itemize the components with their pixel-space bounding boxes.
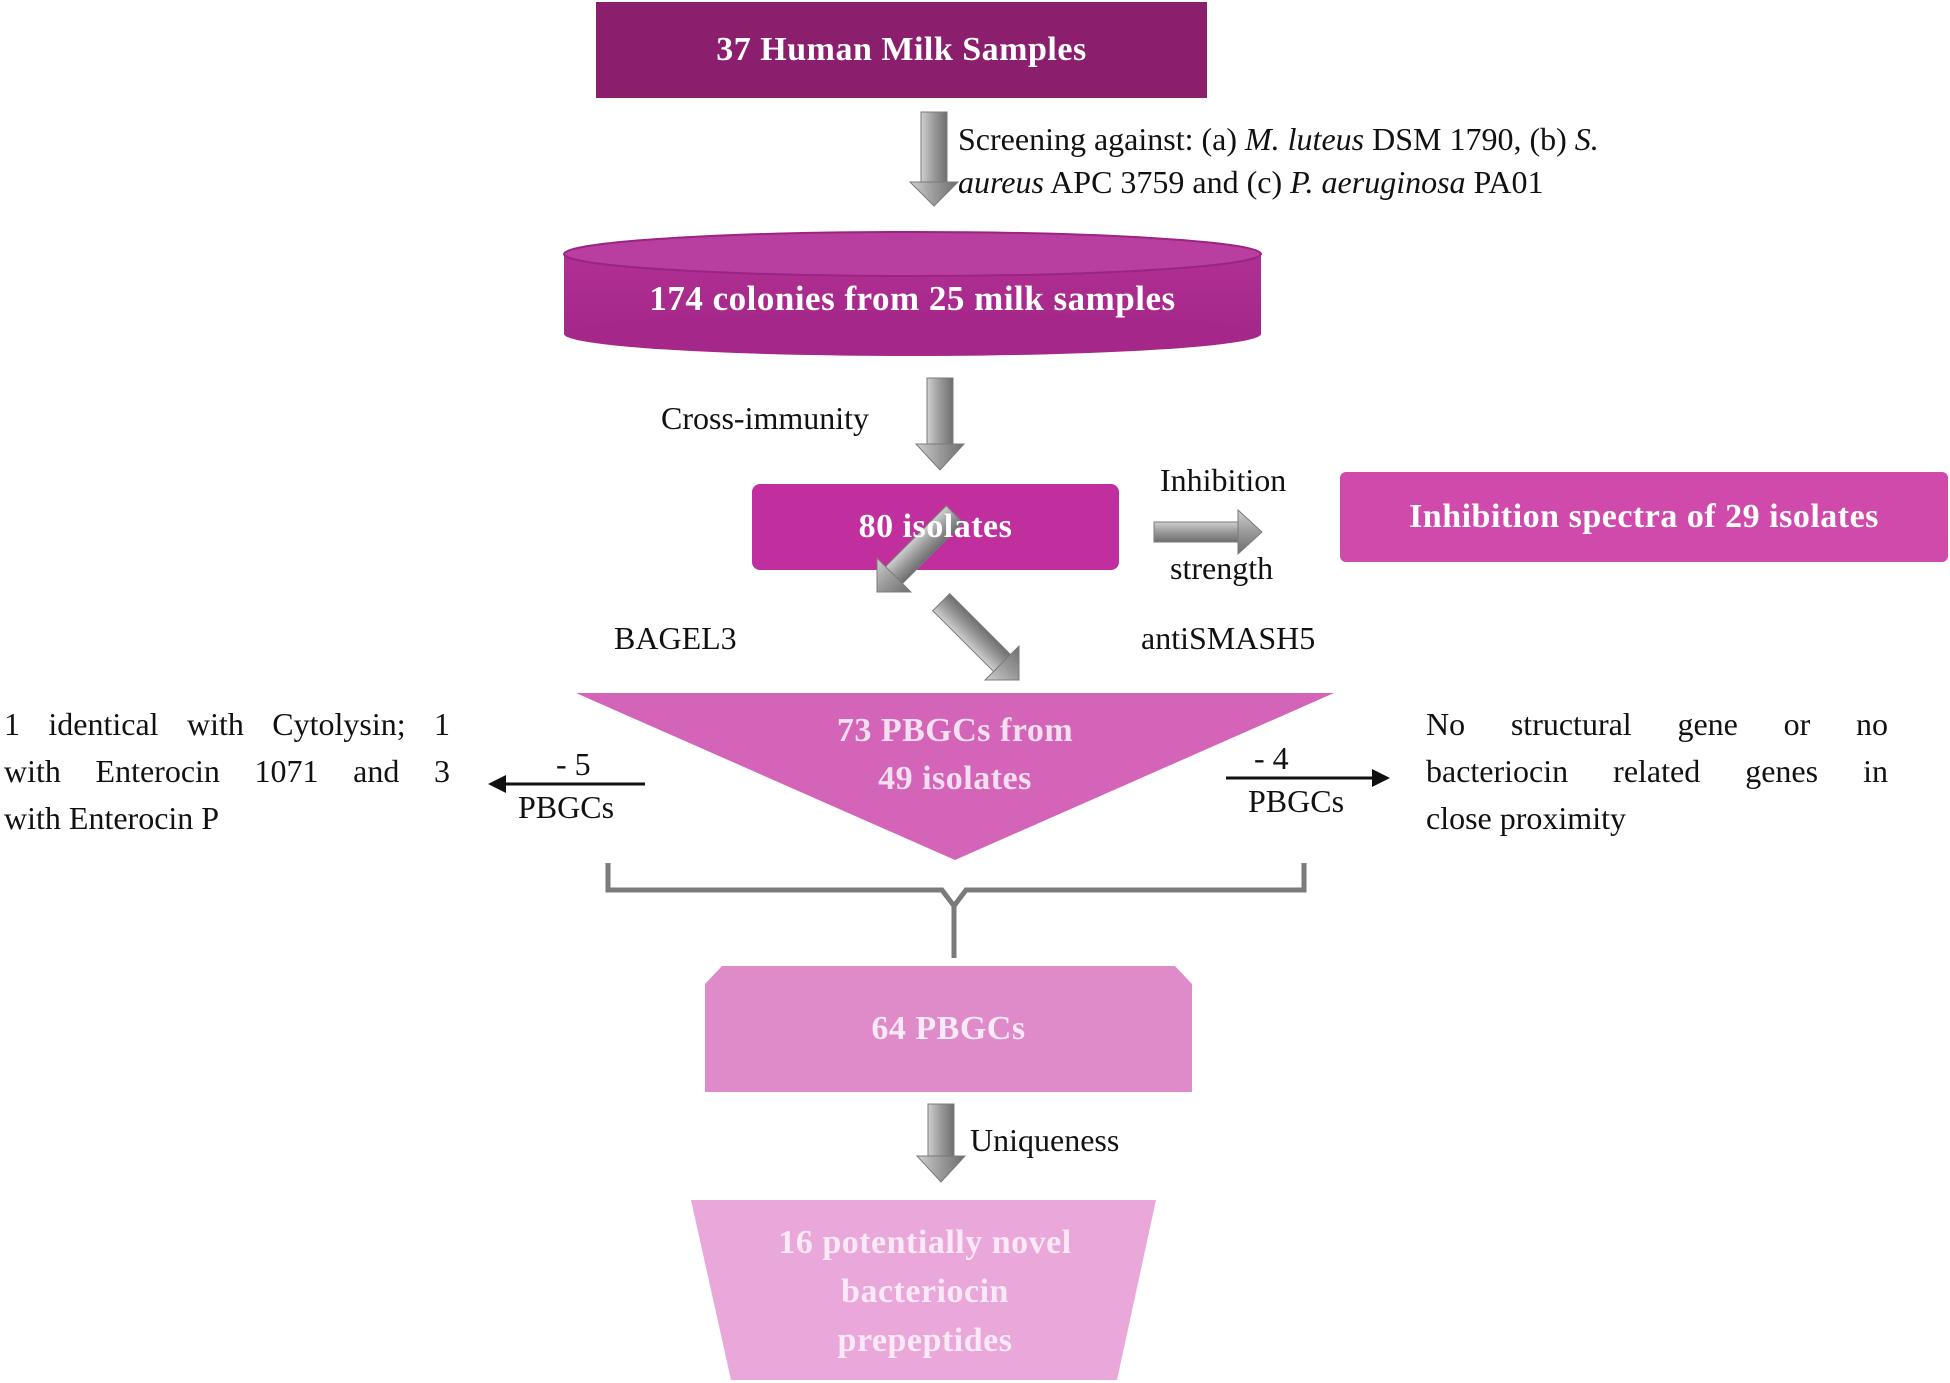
isolates-label: 80 isolates — [858, 508, 1013, 545]
antismash-label: antiSMASH5 — [1141, 620, 1316, 656]
right-note-line3: close proximity — [1426, 800, 1626, 836]
novel-line1: 16 potentially novel — [778, 1223, 1072, 1261]
colonies-label: 174 colonies from 25 milk samples — [649, 279, 1176, 318]
left-note-line3: with Enterocin P — [4, 800, 220, 836]
novel-prepeptides-trapezoid — [691, 1200, 1156, 1380]
uniqueness-arrow — [915, 1103, 967, 1183]
pbgcs-73-label: 73 PBGCs from 49 isolates — [760, 706, 1150, 804]
inhibition-arrow — [1153, 508, 1263, 556]
novel-prepeptides-label: 16 potentially novel bacteriocin prepept… — [700, 1216, 1150, 1366]
inhibition-label-bottom: strength — [1170, 550, 1274, 586]
milk-samples-box — [596, 2, 1207, 98]
screening-line1: Screening against: (a) M. luteus DSM 179… — [958, 118, 1599, 161]
right-side-note: No structural gene or no bacteriocin rel… — [1426, 701, 1888, 842]
organism-c: P. aeruginosa — [1290, 164, 1466, 200]
pbgcs-64-label: 64 PBGCs — [871, 1010, 1026, 1047]
left-side-note: 1 identical with Cytolysin; 1 with Enter… — [4, 701, 450, 842]
organism-a: M. luteus — [1245, 121, 1365, 157]
left-minus-arrow — [488, 775, 645, 793]
colonies-cylinder — [563, 231, 1262, 356]
screening-line2: aureus APC 3759 and (c) P. aeruginosa PA… — [958, 161, 1599, 204]
strain-c: PA01 — [1465, 164, 1544, 200]
screening-arrow — [908, 111, 960, 207]
inhibition-spectra-box — [1340, 472, 1948, 562]
minus-4-unit: PBGCs — [1248, 783, 1345, 819]
merge-brace — [605, 863, 1307, 911]
pbgcs-triangle — [576, 693, 1334, 860]
screening-prefix: Screening against: (a) — [958, 121, 1245, 157]
novel-line2: bacteriocin — [841, 1272, 1009, 1310]
pbgcs-73-line2: 49 isolates — [878, 760, 1032, 797]
pbgcs-64-box — [705, 966, 1192, 1092]
organism-b-part1: S. — [1574, 121, 1599, 157]
minus-5-label: - 5 — [556, 746, 591, 782]
strain-a: DSM 1790, (b) — [1364, 121, 1575, 157]
bagel-label: BAGEL3 — [614, 620, 737, 656]
inhibition-spectra-label: Inhibition spectra of 29 isolates — [1409, 498, 1879, 535]
left-note-line2: with Enterocin 1071 and 3 — [4, 753, 450, 789]
left-note-line1: 1 identical with Cytolysin; 1 — [4, 706, 450, 742]
uniqueness-label: Uniqueness — [970, 1122, 1120, 1158]
cross-immunity-arrow — [914, 377, 966, 471]
screening-label: Screening against: (a) M. luteus DSM 179… — [958, 118, 1599, 204]
novel-line3: prepeptides — [837, 1321, 1013, 1359]
inhibition-label-top: Inhibition — [1160, 462, 1287, 498]
strain-b: APC 3759 and (c) — [1043, 164, 1291, 200]
right-note-line2: bacteriocin related genes in — [1426, 753, 1888, 789]
minus-4-label: - 4 — [1254, 740, 1289, 776]
right-minus-arrow — [1226, 769, 1390, 787]
organism-b-part2: aureus — [958, 164, 1044, 200]
bagel-arrow — [876, 505, 964, 593]
milk-samples-label: 37 Human Milk Samples — [716, 31, 1087, 68]
minus-5-unit: PBGCs — [518, 789, 615, 825]
pbgcs-73-line1: 73 PBGCs from — [836, 712, 1074, 749]
cross-immunity-label: Cross-immunity — [661, 400, 870, 436]
right-note-line1: No structural gene or no — [1426, 706, 1888, 742]
antismash-arrow — [932, 593, 1020, 681]
